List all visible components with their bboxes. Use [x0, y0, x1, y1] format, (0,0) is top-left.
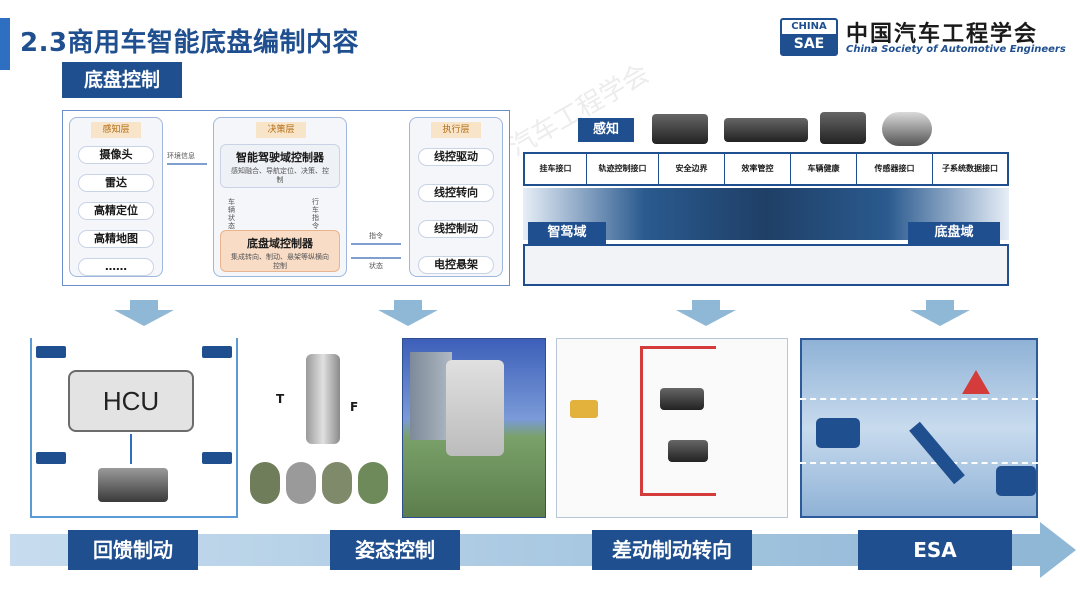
sensor-parts-image	[98, 468, 168, 502]
force-f-label: F	[350, 400, 359, 414]
perception-item: ……	[78, 258, 154, 276]
lane-marking	[800, 462, 1038, 464]
perception-layer: 感知层 摄像头 雷达 高精定位 高精地图 ……	[69, 117, 163, 277]
org-name-en: China Society of Automotive Engineers	[846, 44, 1066, 55]
perception-item: 高精地图	[78, 230, 154, 248]
interface-row: 挂车接口 轨迹控制接口 安全边界 效率管控 车辆健康 传感器接口 子系统数据接口	[523, 152, 1009, 186]
terrain-thumb	[286, 462, 316, 504]
actuator-image	[668, 440, 708, 462]
execution-item: 线控转向	[418, 184, 494, 202]
label-regen-brake: 回馈制动	[68, 530, 198, 570]
controller-device-image	[724, 118, 808, 142]
terrain-thumb	[322, 462, 352, 504]
wheel-icon	[36, 346, 66, 358]
section-subtitle: 底盘控制	[62, 62, 182, 98]
ego-vehicle-shape	[996, 466, 1036, 496]
decision-head: 决策层	[256, 122, 306, 138]
radar-device-image	[820, 112, 866, 144]
adas-domain-label: 智驾域	[528, 222, 606, 244]
force-t-label: T	[276, 392, 285, 406]
chassis-parts-image	[523, 244, 1009, 286]
perception-head: 感知层	[91, 122, 141, 138]
adcu-box: 智能驾驶域控制器 感知融合、导航定位、决策、控制	[220, 144, 340, 188]
cdcu-title: 底盘域控制器	[247, 237, 313, 250]
env-label: 环境信息	[167, 152, 195, 160]
warning-sign-icon	[962, 370, 990, 394]
adcu-title: 智能驾驶域控制器	[236, 151, 324, 164]
truck-cab-shape	[446, 360, 504, 456]
diff-brake-steer-diagram	[556, 338, 788, 518]
cdcu-box: 底盘域控制器 集成转向、制动、悬架等纵横向控制	[220, 230, 340, 272]
vehicle-state-label: 车辆状态	[228, 198, 235, 230]
interface-item: 挂车接口	[525, 154, 587, 184]
cmd-arrow	[351, 243, 401, 245]
lane-marking	[800, 398, 1038, 400]
actuator-image	[660, 388, 704, 410]
label-diff-brake-steer: 差动制动转向	[592, 530, 752, 570]
interface-item: 子系统数据接口	[942, 164, 998, 173]
wheel-icon	[202, 346, 232, 358]
ego-vehicle-shape	[816, 418, 860, 448]
lidar-device-image	[882, 112, 932, 146]
execution-item: 电控悬架	[418, 256, 494, 274]
wheel-icon	[36, 452, 66, 464]
interface-item: 传感器接口	[857, 154, 933, 184]
process-arrow-head	[1040, 522, 1076, 578]
cmd-label: 指令	[369, 232, 383, 240]
terrain-thumb	[250, 462, 280, 504]
interface-item: 车辆健康	[791, 154, 857, 184]
hcu-box: HCU	[68, 370, 194, 432]
label-attitude-control: 姿态控制	[330, 530, 460, 570]
env-arrow	[167, 163, 207, 165]
org-name-cn: 中国汽车工程学会	[846, 22, 1039, 47]
wheel-icon	[202, 452, 232, 464]
sensing-label: 感知	[578, 118, 634, 142]
cdcu-desc: 集成转向、制动、悬架等纵横向控制	[231, 253, 329, 270]
execution-item: 线控制动	[418, 220, 494, 238]
truck-trailer-shape	[410, 352, 452, 440]
drive-cmd-label: 行车指令	[312, 198, 319, 230]
execution-item: 线控驱动	[418, 148, 494, 166]
chassis-domain-label: 底盘域	[908, 222, 1000, 244]
architecture-diagram: 感知层 摄像头 雷达 高精定位 高精地图 …… 环境信息 决策层 智能驾驶域控制…	[62, 110, 510, 286]
sae-logo: CHINA SAE	[780, 18, 838, 56]
adcu-desc: 感知融合、导航定位、决策、控制	[231, 167, 329, 184]
perception-item: 摄像头	[78, 146, 154, 164]
interface-item: 轨迹控制接口	[587, 154, 659, 184]
watermark: 汽车工程学会	[504, 58, 655, 163]
damper-image	[306, 354, 340, 444]
state-label: 状态	[369, 262, 383, 270]
camera-device-image	[652, 114, 708, 144]
epb-module-image	[570, 400, 598, 418]
interface-item: 效率管控	[725, 154, 791, 184]
title-accent-bar	[0, 18, 10, 70]
execution-layer: 执行层 线控驱动 线控转向 线控制动 电控悬架	[409, 117, 503, 277]
slide-title: 2.3商用车智能底盘编制内容	[20, 28, 360, 58]
brake-line-red	[640, 346, 716, 496]
interface-item: 安全边界	[659, 154, 725, 184]
label-esa: ESA	[858, 530, 1012, 570]
decision-layer: 决策层 智能驾驶域控制器 感知融合、导航定位、决策、控制 车辆状态 行车指令 底…	[213, 117, 347, 277]
logo-bottom-text: SAE	[782, 34, 836, 54]
perception-item: 雷达	[78, 174, 154, 192]
logo-top-text: CHINA	[791, 21, 827, 32]
perception-item: 高精定位	[78, 202, 154, 220]
state-arrow	[351, 257, 401, 259]
terrain-thumb	[358, 462, 388, 504]
regen-brake-diagram	[30, 338, 238, 518]
execution-head: 执行层	[431, 122, 481, 138]
hcu-signal-line	[130, 434, 132, 464]
